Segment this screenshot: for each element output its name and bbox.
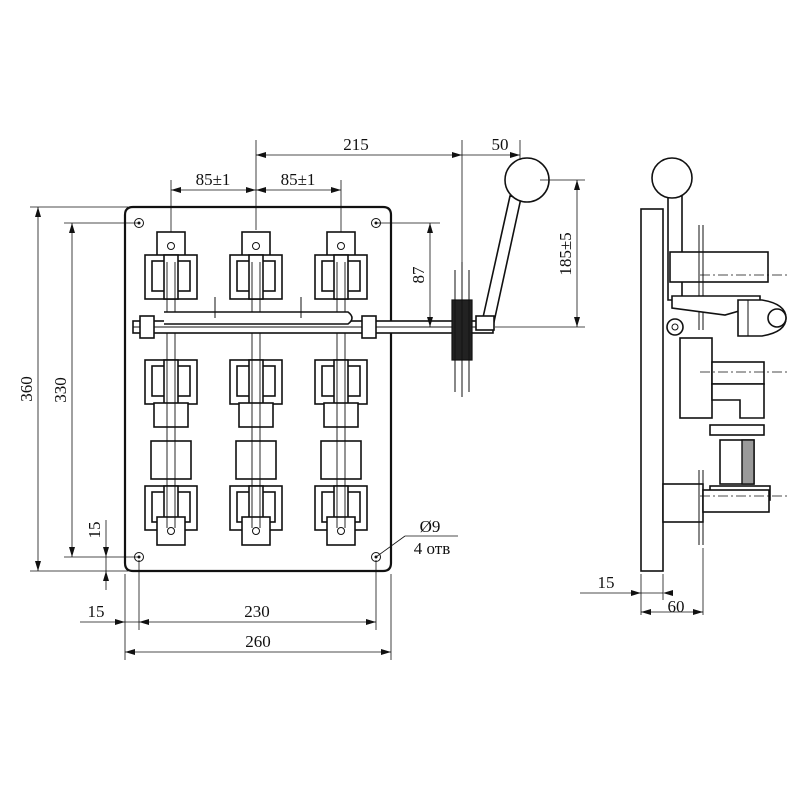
hole-count-label: 4 отв	[414, 539, 450, 558]
dim-230-label: 230	[244, 602, 270, 621]
side-dim-60-label: 60	[668, 597, 685, 616]
side-view	[640, 157, 790, 572]
dim-360-label: 360	[17, 376, 36, 402]
pole-2	[229, 231, 283, 546]
drive-shaft	[132, 297, 494, 339]
dim-330-label: 330	[51, 377, 70, 403]
dim-185-label: 185±5	[556, 232, 575, 275]
dimension-lines	[30, 140, 704, 660]
dim-215-label: 215	[343, 135, 369, 154]
pole-1	[144, 231, 198, 546]
side-dim-15-label: 15	[598, 573, 615, 592]
dim-15-vertical-label: 15	[85, 522, 104, 539]
dim-pitch-2-label: 85±1	[281, 170, 316, 189]
dial-disc	[451, 262, 473, 397]
dim-50-label: 50	[492, 135, 509, 154]
side-plate	[640, 208, 664, 572]
front-view	[123, 157, 550, 573]
hole-diameter-label: Ø9	[420, 517, 441, 536]
dim-15-horizontal-label: 15	[88, 602, 105, 621]
dim-pitch-1-label: 85±1	[196, 170, 231, 189]
handle	[475, 157, 550, 331]
base-plate	[123, 205, 393, 573]
dim-87-label: 87	[409, 266, 428, 284]
dim-260-label: 260	[245, 632, 271, 651]
dimension-labels: 215 50 85±1 85±1 87 185±5 360 330 15 15 …	[17, 135, 685, 651]
pole-3	[314, 231, 368, 546]
